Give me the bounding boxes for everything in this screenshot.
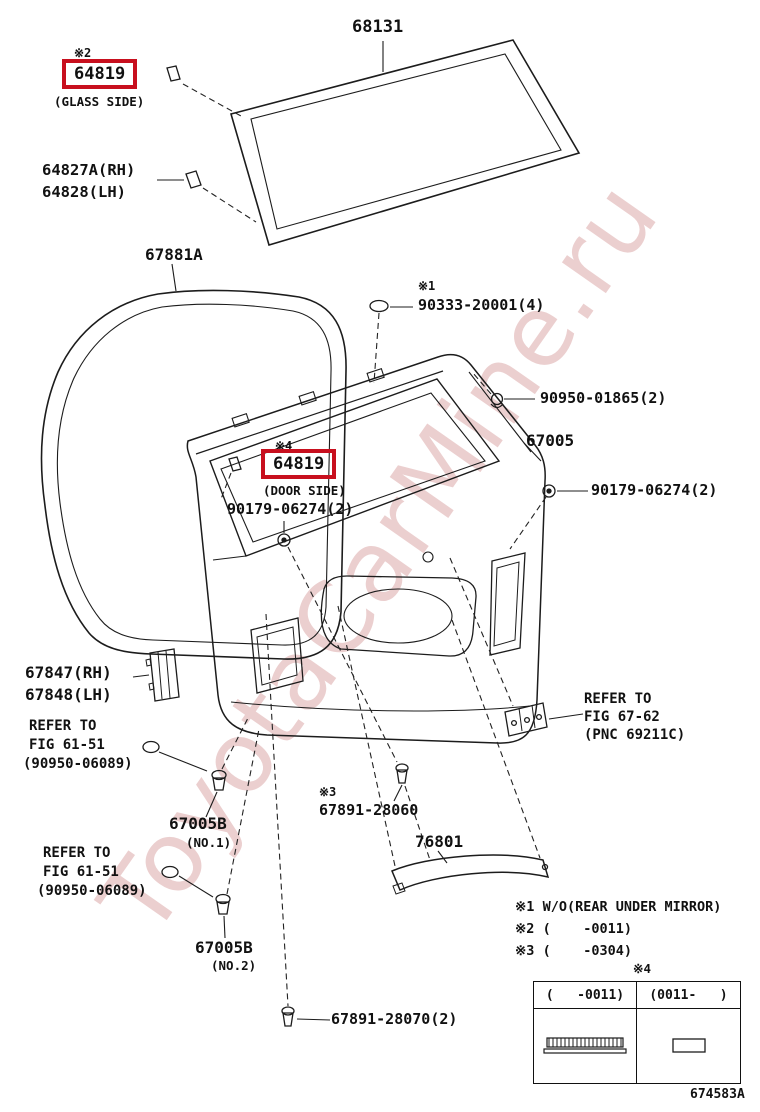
hatched-strip-icon — [543, 1037, 627, 1054]
taillight-right-outer — [489, 552, 526, 656]
note-door-side: (DOOR SIDE) — [263, 483, 346, 498]
diagram-code: 674583A — [690, 1087, 745, 1102]
door-outer-outline — [186, 353, 546, 744]
nut-center-icon — [277, 533, 291, 547]
clip-upper-icon — [395, 763, 409, 784]
refer-oval-2-icon — [161, 865, 179, 879]
glass-inner-outline — [250, 53, 562, 230]
note-glass-side: (GLASS SIDE) — [54, 94, 145, 109]
callout-nut-center: 90179-06274(2) — [227, 500, 354, 518]
variant-table: ( -0011) (0011- ) — [533, 981, 741, 1084]
nut-right-icon — [542, 484, 556, 498]
weatherstrip-outer-loop — [40, 289, 347, 660]
garnish-drawing — [391, 854, 550, 895]
refer-c-line1: REFER TO — [584, 691, 652, 707]
back-door-panel-drawing — [186, 353, 546, 744]
clip-lower-icon — [281, 1006, 295, 1027]
callout-clip-lower: 67891-28070(2) — [331, 1010, 458, 1028]
taillight-left-outer — [250, 617, 304, 694]
refmark-variant-table: ※4 — [633, 961, 651, 976]
refer-a-line2: FIG 61-51 — [29, 737, 105, 753]
legend-note-2: ※2 ( -0011) — [515, 921, 632, 937]
callout-cushion: 90950-01865(2) — [540, 389, 667, 407]
refer-b-line1: REFER TO — [43, 845, 111, 861]
legend-note-3: ※3 ( -0304) — [515, 943, 632, 959]
refmark-glass-clip: ※2 — [74, 46, 92, 60]
screw-grommet-icon — [369, 299, 389, 313]
callout-plug-no2: 67005B — [195, 938, 253, 957]
callout-plug-no1: 67005B — [169, 814, 227, 833]
door-top-rail — [195, 370, 444, 455]
callout-bracket-rh: 67847(RH) — [25, 663, 112, 682]
callout-nut-right: 90179-06274(2) — [591, 481, 718, 499]
dashed-leader-lines — [182, 83, 547, 1007]
license-recess — [320, 575, 477, 657]
callout-garnish: 76801 — [415, 832, 464, 851]
note-plug-no1: (NO.1) — [186, 835, 232, 850]
variant-col1-header: ( -0011) — [534, 982, 637, 1009]
stopper-icon — [185, 170, 202, 189]
window-aperture-inner — [220, 392, 486, 543]
variant-table-header: ( -0011) (0011- ) — [534, 982, 740, 1009]
door-clip-icon — [228, 456, 242, 472]
back-glass-drawing — [230, 39, 581, 246]
grommet-no1-icon — [211, 769, 227, 791]
callout-back-door-panel: 67005 — [526, 431, 575, 450]
refer-oval-1-icon — [142, 740, 160, 754]
refer-c-line3: (PNC 69211C) — [584, 727, 686, 743]
door-left-crease — [212, 555, 247, 561]
window-aperture-outer — [209, 378, 501, 557]
callout-screw: 90333-20001(4) — [418, 296, 545, 314]
hinge-bracket-icon — [504, 702, 548, 737]
legend-note-1: ※1 W/O(REAR UNDER MIRROR) — [515, 899, 722, 915]
weatherstrip-inner-loop — [56, 303, 332, 646]
glass-outer-outline — [230, 39, 581, 246]
highlighted-part-door-side: 64819 — [261, 449, 337, 479]
bracket-icon — [145, 648, 180, 702]
refer-a-line1: REFER TO — [29, 718, 97, 734]
taillight-right-inner — [493, 561, 520, 647]
refer-b-line2: FIG 61-51 — [43, 864, 119, 880]
callout-clip-upper: 67891-28060 — [319, 801, 419, 819]
note-plug-no2: (NO.2) — [211, 958, 257, 973]
grommet-no2-icon — [215, 893, 231, 915]
variant-late-part-cell — [637, 1009, 740, 1083]
callout-stopper-lh: 64828(LH) — [42, 183, 126, 201]
weatherstrip-drawing — [40, 289, 347, 660]
callout-weatherstrip: 67881A — [145, 245, 203, 264]
refer-c-line2: FIG 67-62 — [584, 709, 660, 725]
highlighted-part-glass-side: 64819 — [62, 59, 138, 89]
door-right-inner-edge — [468, 371, 532, 453]
variant-col2-header: (0011- ) — [637, 982, 740, 1009]
callout-bracket-lh: 67848(LH) — [25, 685, 112, 704]
refmark-clip-upper: ※3 — [319, 785, 337, 799]
door-bottom-crease — [230, 701, 531, 712]
cushion-icon — [490, 392, 504, 409]
variant-table-body — [534, 1009, 740, 1083]
wiper-pivot-hole — [422, 551, 434, 563]
refer-a-line3: (90950-06089) — [23, 756, 133, 772]
taillight-left-inner — [256, 626, 298, 686]
glass-clip-icon — [166, 65, 181, 82]
callout-stopper-rh: 64827A(RH) — [42, 161, 136, 179]
plain-clip-icon — [671, 1038, 706, 1053]
license-oval — [343, 588, 453, 644]
refer-b-line3: (90950-06089) — [37, 883, 147, 899]
leader-lines — [132, 41, 588, 1021]
refmark-screw: ※1 — [418, 279, 436, 293]
callout-back-glass: 68131 — [352, 17, 404, 37]
hinge-plates — [231, 368, 385, 428]
variant-early-part-cell — [534, 1009, 637, 1083]
